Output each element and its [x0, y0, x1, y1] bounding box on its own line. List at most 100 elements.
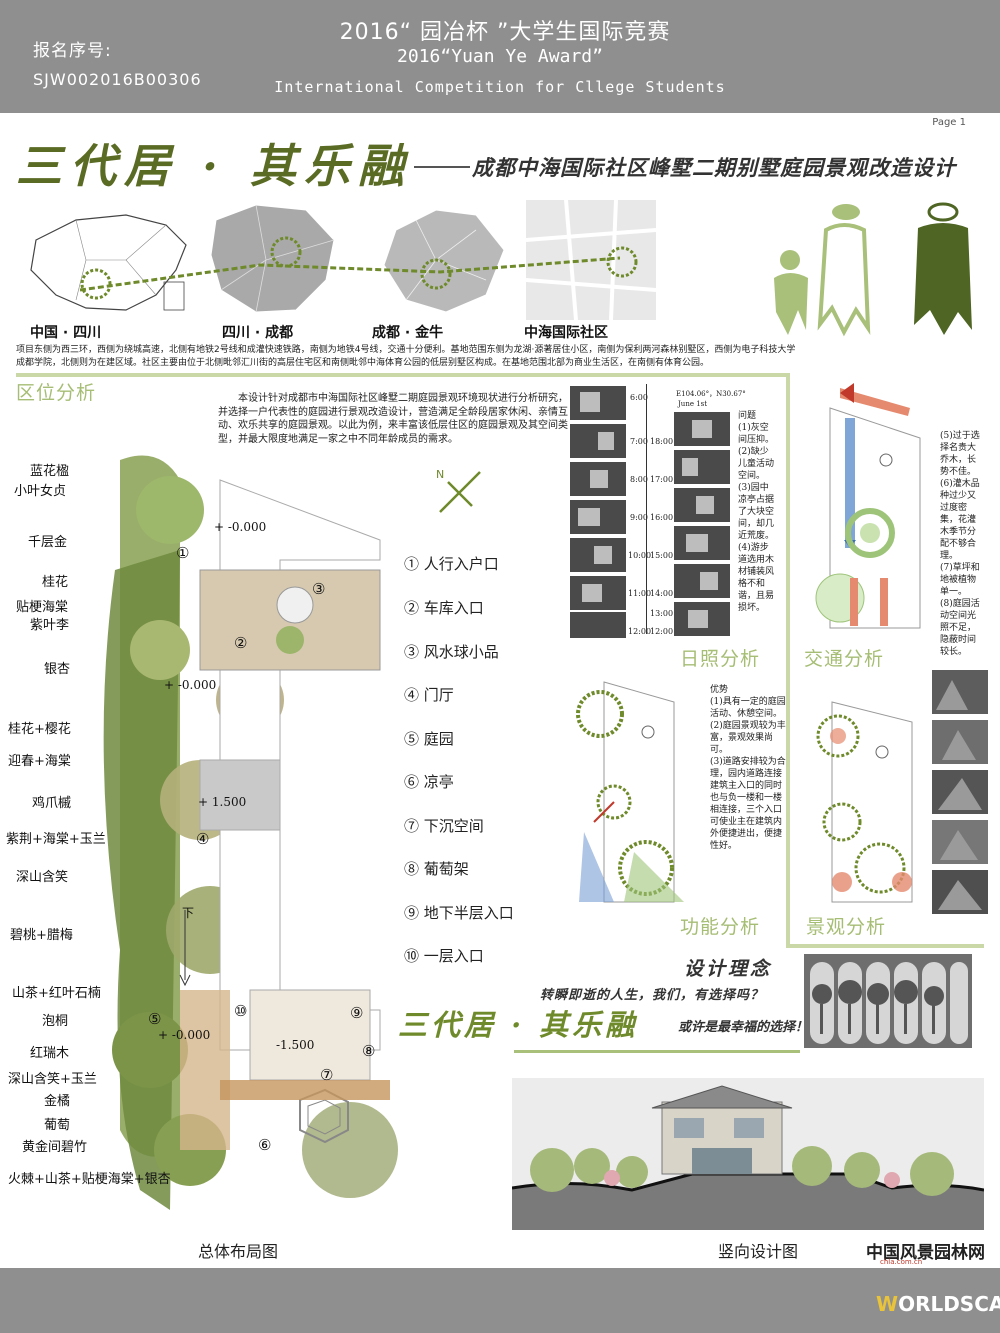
plant-label: 千层金 — [28, 535, 68, 550]
stairs-down-label: 下 — [182, 906, 195, 920]
plant-label: 紫叶李 — [30, 618, 70, 633]
sun-time-11: 11:00 — [628, 589, 652, 598]
caption-site-plan: 总体布局图 — [198, 1242, 279, 1261]
worldscape-logo-rest: ORLDSCAPE — [898, 1292, 1000, 1316]
main-title: 三代居 · 其乐融 — [16, 139, 413, 193]
sun-time-17: 17:00 — [650, 475, 674, 484]
section-design-concept: 设计理念 — [684, 958, 773, 980]
north-arrow-icon: N — [436, 468, 481, 513]
legend-item: ⑦ 下沉空间 — [404, 817, 484, 835]
location-label-sichuan: 四川 · 成都 — [222, 325, 294, 341]
legend-item: ⑥ 凉亭 — [404, 773, 454, 791]
plant-label: 深山含笑 — [16, 870, 69, 885]
sun-timeline — [646, 384, 647, 634]
legend-item: ⑩ 一层入口 — [404, 947, 484, 965]
plant-label: 泡桐 — [42, 1014, 69, 1029]
competition-title: 2016“ 园冶杯 ”大学生国际竞赛 — [339, 20, 671, 45]
china-map — [30, 214, 187, 311]
plant-label: 桂花 — [42, 575, 69, 590]
sun-time-6: 6:00 — [630, 393, 648, 402]
plan-number-6: ⑥ — [258, 1136, 272, 1154]
sun-coordinate: E104.06°，N30.67° — [676, 390, 746, 398]
elevation-mark-4: + -0.000 — [158, 1028, 211, 1042]
page-number: Page 1 — [932, 117, 966, 128]
competition-subtitle: International Competition for Cllege Stu… — [274, 78, 726, 96]
section-function-analysis: 功能分析 — [680, 916, 761, 938]
sun-time-8: 8:00 — [630, 475, 648, 484]
concept-tail: 或许是最幸福的选择！ — [678, 1020, 809, 1035]
sun-shadow-diagrams-left — [570, 386, 626, 638]
plan-number-3: ③ — [312, 580, 326, 598]
sun-time-10: 10:00 — [628, 551, 652, 560]
landscape-photos — [932, 670, 988, 914]
concept-question: 转瞬即逝的人生，我们，有选择吗？ — [540, 988, 765, 1003]
sun-time-12-left: 12:00 — [628, 627, 652, 636]
plant-label: 碧桃+腊梅 — [10, 928, 73, 943]
sun-time-16: 16:00 — [650, 513, 674, 522]
sun-date: June 1st — [678, 400, 708, 408]
plan-number-2: ② — [234, 634, 248, 652]
chengdu-map — [383, 209, 505, 313]
plan-number-10: ⑩ — [234, 1002, 248, 1020]
sun-time-7: 7:00 — [630, 437, 648, 446]
plant-label: 红瑞木 — [30, 1046, 70, 1061]
svg-text:N: N — [436, 468, 444, 481]
plant-label: 鸡爪槭 — [32, 796, 72, 811]
plant-label: 火棘+山茶+贴梗海棠+银杏 — [8, 1172, 171, 1187]
sun-time-18: 18:00 — [650, 437, 674, 446]
problems-note: 问题 (1)灰空间压抑。 (2)缺少儿童活动空间。 (3)园中凉亭占据了大块空间… — [738, 411, 775, 613]
traffic-notes: (5)过于选择名贵大乔木，长势不佳。 (6)灌木品种过少又过度密集，花灌木季节分… — [940, 431, 980, 657]
elevation-mark-5: -1.500 — [276, 1038, 315, 1052]
legend-item: ① 人行入户口 — [404, 555, 499, 573]
sun-time-13: 13:00 — [650, 609, 674, 618]
elevation-mark-1: + -0.000 — [214, 520, 267, 534]
plant-label: 银杏 — [44, 662, 71, 677]
sun-shadow-diagrams-right — [674, 412, 730, 636]
family-figures-icon — [774, 202, 972, 337]
section-traffic-analysis: 交通分析 — [804, 648, 885, 670]
sun-time-14: 14:00 — [650, 589, 674, 598]
plant-label: 小叶女贞 — [14, 484, 67, 499]
plan-number-7: ⑦ — [320, 1066, 334, 1084]
legend-item: ② 车库入口 — [404, 599, 484, 617]
concept-title: 三代居 · 其乐融 — [398, 1008, 639, 1042]
footer-band — [0, 1268, 1000, 1333]
plant-label: 黄金间碧竹 — [22, 1140, 88, 1155]
concept-underline — [514, 1050, 800, 1053]
section-location-analysis: 区位分析 — [16, 382, 97, 404]
location-label-china: 中国 · 四川 — [30, 325, 102, 341]
worldscape-logo: WORLDSCAPE — [876, 1292, 1000, 1316]
competition-award: 2016“Yuan Ye Award” — [397, 46, 603, 67]
plant-label: 贴梗海棠 — [16, 600, 69, 615]
sun-time-12-right: 12:00 — [650, 627, 674, 636]
registration-label: 报名序号: — [33, 41, 112, 61]
plan-number-9: ⑨ — [350, 1004, 364, 1022]
project-description: 项目东侧为西三环，西侧为绕城高速，北侧有地铁2号线和成灌快速铁路，南侧为地铁4号… — [16, 345, 796, 368]
legend-item: ⑧ 葡萄架 — [404, 860, 469, 878]
generations-illustration — [804, 954, 972, 1048]
plant-label: 葡萄 — [44, 1118, 71, 1133]
divider-bar — [16, 373, 786, 377]
plant-label: 迎春+海棠 — [8, 754, 71, 769]
plant-label: 深山含笑+玉兰 — [8, 1072, 97, 1087]
registration-number: SJW002016B00306 — [33, 70, 202, 89]
location-connector-arrow — [79, 256, 620, 292]
advantages-note: 优势 (1)具有一定的庭园活动、休憩空间。 (2)庭园景观较为丰富，景观效果尚可… — [710, 685, 786, 851]
elevation-mark-3: + 1.500 — [198, 795, 247, 809]
section-landscape-analysis: 景观分析 — [806, 916, 887, 938]
legend-item: ③ 风水球小品 — [404, 643, 499, 661]
sun-time-15: 15:00 — [650, 551, 674, 560]
plan-number-5: ⑤ — [148, 1010, 162, 1028]
site-plan-drawing — [103, 455, 398, 1210]
legend-item: ④ 门厅 — [404, 686, 454, 704]
footer-brand-logo: 中国风景园林网 — [866, 1243, 985, 1263]
plant-label: 山茶+红叶石楠 — [12, 986, 101, 1001]
divider-bar-vertical — [786, 373, 790, 947]
footer-url: chla.com.cn — [880, 1258, 923, 1266]
plant-label: 紫荆+海棠+玉兰 — [6, 832, 106, 847]
plan-number-8: ⑧ — [362, 1042, 376, 1060]
section-sunlight-analysis: 日照分析 — [680, 648, 761, 670]
plan-number-1: ① — [176, 544, 190, 562]
plant-label: 蓝花楹 — [30, 464, 70, 479]
sub-title: 成都中海国际社区峰墅二期别墅庭园景观改造设计 — [472, 155, 956, 180]
